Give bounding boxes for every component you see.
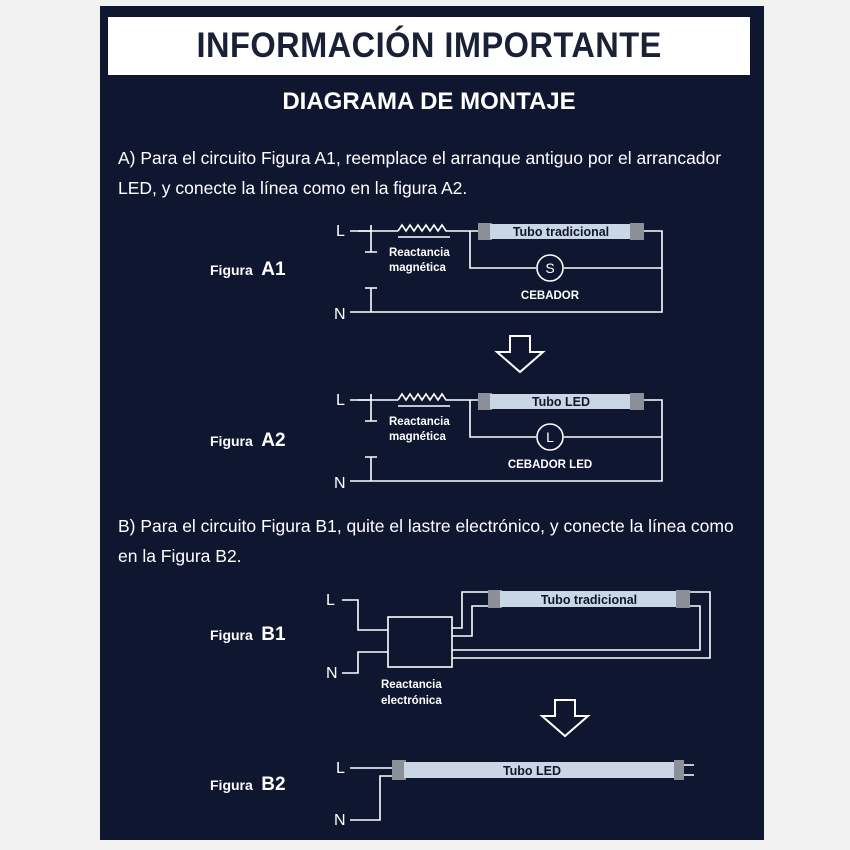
ballast-label-1: Reactancia: [389, 247, 450, 259]
tube-end-cap: [676, 590, 690, 608]
line-l-label: L: [336, 392, 345, 409]
traditional-tube: [490, 224, 632, 239]
wire: [452, 591, 711, 659]
instruction-a: A) Para el circuito Figura A1, reemplace…: [118, 148, 722, 198]
wire: [452, 591, 488, 629]
switch-l: [358, 394, 377, 422]
starter-symbol: [536, 254, 564, 282]
starter-letter: S: [545, 260, 554, 276]
tube-end-cap: [630, 223, 644, 240]
wire: [350, 775, 392, 821]
switch-l: [358, 225, 377, 253]
info-panel: [100, 6, 764, 840]
figure-b1-label: Figura B1: [210, 624, 286, 645]
figure-a1-label: Figura A1: [210, 259, 286, 280]
line-n-label: N: [334, 475, 346, 492]
figure-b2-label: Figura B2: [210, 774, 286, 795]
wire: [350, 230, 663, 313]
tube-end-cap: [630, 393, 644, 410]
traditional-tube: [500, 591, 678, 607]
instruction-b: B) Para el circuito Figura B1, quite el …: [118, 516, 734, 566]
magnetic-ballast-coil: [397, 223, 480, 233]
magnetic-ballast-coil: [397, 392, 480, 402]
wire: [452, 605, 701, 651]
figure-a1: Figura A1 L N Reactancia magnética Tubo …: [210, 223, 663, 323]
arrow-down-icon: [494, 335, 546, 374]
tube-pins: [684, 764, 694, 776]
line-n-label: N: [334, 812, 346, 829]
starter-label: CEBADOR LED: [508, 459, 592, 471]
switch-n: [365, 287, 377, 312]
ballast-label-2: magnética: [389, 431, 446, 443]
switch-n: [365, 456, 377, 481]
tube-label: Tubo LED: [532, 395, 590, 409]
led-starter-symbol: [536, 423, 564, 451]
tube-label: Tubo LED: [503, 764, 561, 778]
ballast-label-2: magnética: [389, 262, 446, 274]
tube-end-cap: [488, 590, 502, 608]
line-l-label: L: [326, 592, 335, 609]
wire: [350, 399, 663, 482]
wire: [342, 599, 388, 631]
figure-a2-label: Figura A2: [210, 430, 286, 451]
led-tube: [490, 394, 632, 409]
starter-wire: [469, 231, 662, 269]
ballast-label-2: electrónica: [381, 695, 442, 707]
wire: [342, 651, 388, 674]
line-l-label: L: [336, 223, 345, 240]
tube-end-cap: [392, 760, 406, 780]
led-tube: [404, 762, 676, 778]
line-n-label: N: [326, 665, 338, 682]
electronic-ballast-box: [387, 616, 453, 668]
tube-end-cap: [478, 223, 492, 240]
line-l-label: L: [336, 760, 345, 777]
tube-label: Tubo tradicional: [513, 225, 609, 239]
ballast-label-1: Reactancia: [389, 416, 450, 428]
figure-b2: Figura B2 L N Tubo LED: [210, 760, 694, 829]
figure-b1: Figura B1 L N Reactancia electrónica Tub…: [210, 590, 711, 707]
starter-letter: L: [546, 429, 554, 445]
starter-wire: [469, 400, 662, 438]
page-title: INFORMACIÓN IMPORTANTE: [196, 26, 662, 65]
section-heading: DIAGRAMA DE MONTAJE: [282, 88, 576, 115]
line-n-label: N: [334, 306, 346, 323]
tube-end-cap: [674, 760, 684, 780]
figure-a2: Figura A2 L N Reactancia magnética Tubo …: [210, 392, 663, 492]
starter-label: CEBADOR: [521, 290, 580, 302]
arrow-down-icon: [539, 699, 591, 738]
tube-end-cap: [478, 393, 492, 410]
wire: [452, 605, 488, 637]
ballast-label-1: Reactancia: [381, 679, 442, 691]
tube-label: Tubo tradicional: [541, 593, 637, 607]
title-bar: INFORMACIÓN IMPORTANTE: [108, 17, 750, 75]
